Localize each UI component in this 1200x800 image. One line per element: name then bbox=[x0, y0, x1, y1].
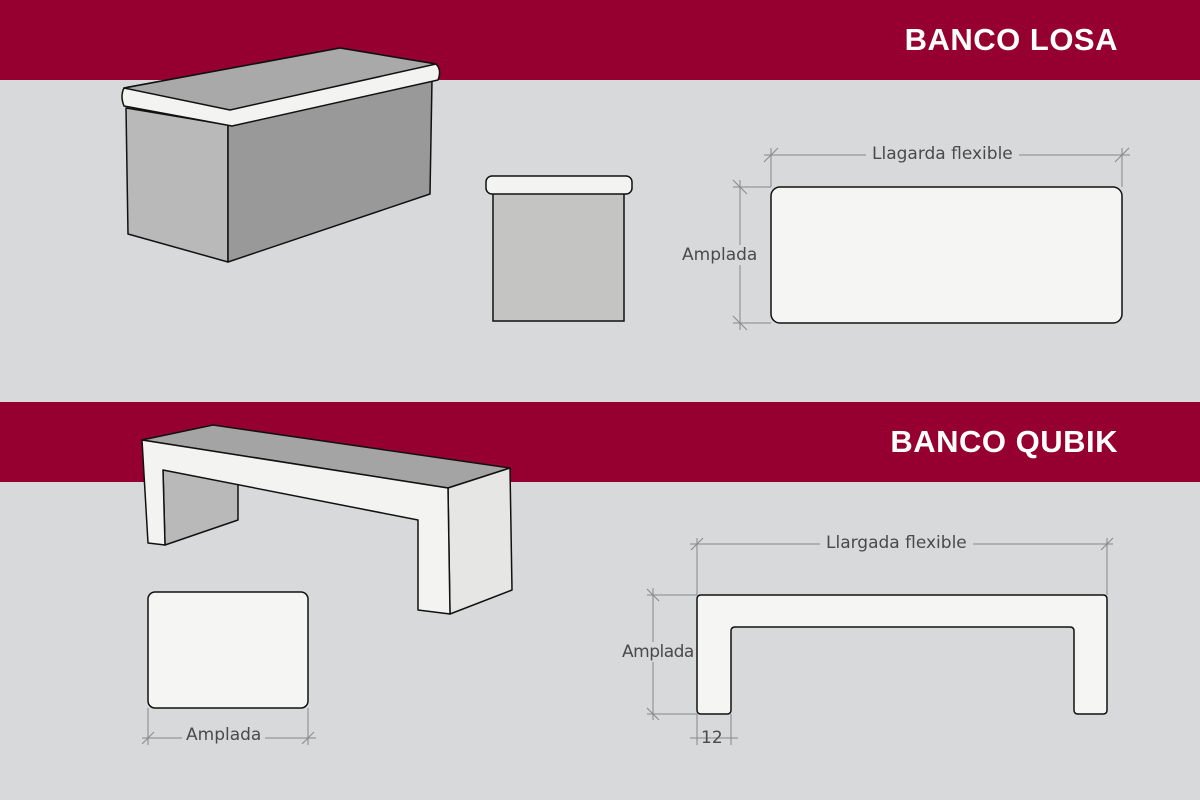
qubik-side-width-label: Amplada bbox=[182, 725, 266, 745]
losa-width-label: Amplada bbox=[682, 245, 758, 265]
qubik-front-view bbox=[646, 537, 1114, 745]
losa-side-view bbox=[485, 175, 633, 322]
qubik-side-view bbox=[141, 591, 316, 745]
qubik-leg-thickness-label: 12 bbox=[701, 728, 723, 748]
losa-length-label: Llagarda flexible bbox=[866, 144, 1019, 164]
qubik-length-label: Llargada flexible bbox=[820, 533, 973, 553]
losa-perspective bbox=[121, 47, 441, 263]
qubik-title: BANCO QUBIK bbox=[890, 424, 1118, 459]
qubik-width-label: Amplada bbox=[622, 642, 694, 662]
qubik-perspective bbox=[141, 424, 513, 615]
losa-title: BANCO LOSA bbox=[904, 22, 1118, 57]
losa-header-band bbox=[0, 0, 1200, 80]
losa-top-view bbox=[732, 147, 1130, 331]
